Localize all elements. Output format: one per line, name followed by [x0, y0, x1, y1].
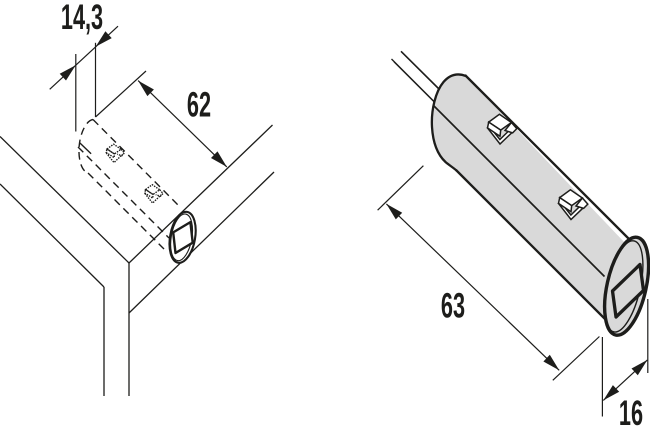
svg-text:62: 62: [187, 86, 211, 124]
svg-text:14,3: 14,3: [61, 0, 103, 37]
svg-text:16: 16: [619, 395, 643, 433]
svg-text:63: 63: [441, 287, 465, 325]
